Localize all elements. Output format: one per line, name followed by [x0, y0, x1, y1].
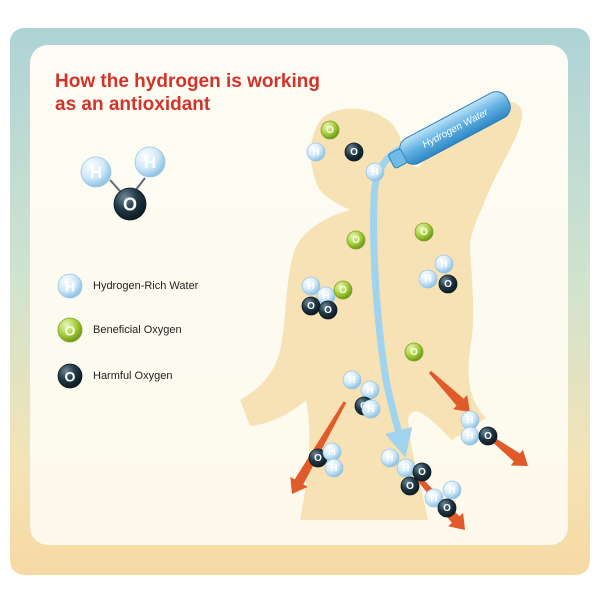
beneficial-oxygen-atom: O — [404, 342, 424, 362]
atom-symbol: H — [322, 291, 329, 302]
harmful-oxygen-atom: O — [344, 142, 364, 162]
atom-symbol: H — [65, 279, 75, 295]
harmful-oxygen-atom: O — [478, 426, 498, 446]
legend-label: Harmful Oxygen — [93, 370, 173, 382]
legend-item-hydrogen: H Hydrogen-Rich Water — [55, 272, 198, 300]
hydrogen-atom: H — [57, 273, 83, 299]
atom-symbol: O — [418, 467, 426, 478]
hydrogen-atom: H — [460, 426, 480, 446]
body-atoms: OHOHOOHHOHHOOOOHHOHHHOOHHHHOOHHO — [301, 120, 498, 518]
atom-symbol: H — [466, 431, 473, 442]
atom-symbol: O — [443, 503, 451, 514]
harmful-oxygen-atom: O — [318, 300, 338, 320]
title-line-2: as an antioxidant — [55, 94, 211, 115]
harmful-oxygen-atom: O — [301, 296, 321, 316]
atom-symbol: H — [402, 463, 409, 474]
atom-symbol: O — [65, 323, 76, 339]
atom-symbol: O — [324, 305, 332, 316]
harmful-oxygen-atom: O — [437, 498, 457, 518]
atom-symbol: O — [307, 301, 315, 312]
atom-symbol: H — [367, 404, 374, 415]
hydrogen-atom: H — [134, 146, 166, 178]
hydrogen-atom: H — [434, 254, 454, 274]
atom-symbol: H — [430, 493, 437, 504]
hydrogen-atom: H — [80, 156, 112, 188]
atom-symbol: O — [420, 227, 428, 238]
atom-symbol: O — [65, 369, 76, 385]
hydrogen-atom: H — [418, 269, 438, 289]
atom-symbol: O — [314, 453, 322, 464]
title-line-1: How the hydrogen is working — [55, 71, 320, 92]
hydrogen-atom: H — [360, 380, 380, 400]
legend-item-beneficial: O Beneficial Oxygen — [55, 316, 182, 344]
harmful-oxygen-atom: O — [412, 462, 432, 482]
atom-symbol: H — [371, 167, 378, 178]
atom-symbol: H — [386, 453, 393, 464]
water-molecule-illustration: H H O — [80, 146, 166, 221]
atom-symbol: H — [312, 147, 319, 158]
hydrogen-atom: H — [396, 458, 416, 478]
hydrogen-atom: H — [424, 488, 444, 508]
hydrogen-atom: H — [324, 458, 344, 478]
beneficial-oxygen-atom: O — [333, 280, 353, 300]
legend-item-harmful: O Harmful Oxygen — [55, 362, 172, 390]
hydrogen-atom: H — [380, 448, 400, 468]
atom-symbol: H — [466, 415, 473, 426]
legend-label: Hydrogen-Rich Water — [93, 280, 199, 292]
hydrogen-atom: H — [365, 162, 385, 182]
atom-symbol: H — [448, 485, 455, 496]
harmful-swatch-icon: O — [57, 363, 83, 389]
exit-arrow — [290, 401, 347, 494]
harmful-oxygen-atom: O — [57, 363, 83, 389]
hydrogen-atom: H — [442, 480, 462, 500]
atom-symbol: O — [339, 285, 347, 296]
diagram-title: How the hydrogen is working as an antiox… — [55, 70, 355, 116]
hydrogen-atom: H — [361, 399, 381, 419]
atom-symbol: H — [440, 259, 447, 270]
atom-symbol: O — [350, 147, 358, 158]
harmful-oxygen-atom: O — [113, 187, 147, 221]
hydrogen-swatch-icon: H — [57, 273, 83, 299]
hydrogen-atom: H — [342, 370, 362, 390]
beneficial-swatch-icon: O — [57, 317, 83, 343]
hydrogen-atom: H — [301, 276, 321, 296]
atom-symbol: O — [326, 125, 334, 136]
atom-symbol: H — [348, 375, 355, 386]
atom-symbol: O — [123, 195, 137, 215]
atom-symbol: O — [352, 235, 360, 246]
beneficial-oxygen-atom: O — [57, 317, 83, 343]
atom-symbol: H — [366, 385, 373, 396]
atom-symbol: O — [444, 279, 452, 290]
beneficial-oxygen-atom: O — [320, 120, 340, 140]
harmful-oxygen-atom: O — [400, 476, 420, 496]
atom-symbol: H — [424, 274, 431, 285]
beneficial-oxygen-atom: O — [414, 222, 434, 242]
hydrogen-atom: H — [322, 442, 342, 462]
atom-symbol: H — [90, 163, 102, 182]
atom-symbol: H — [307, 281, 314, 292]
atom-symbol: H — [328, 447, 335, 458]
hydrogen-atom: H — [460, 410, 480, 430]
atom-symbol: O — [484, 431, 492, 442]
beneficial-oxygen-atom: O — [346, 230, 366, 250]
atom-symbol: H — [330, 463, 337, 474]
atom-symbol: O — [410, 347, 418, 358]
hydrogen-atom: H — [306, 142, 326, 162]
legend-label: Beneficial Oxygen — [93, 324, 182, 336]
atom-symbol: O — [406, 481, 414, 492]
atom-symbol: H — [144, 153, 156, 172]
harmful-oxygen-atom: O — [438, 274, 458, 294]
exit-arrow — [428, 370, 470, 412]
